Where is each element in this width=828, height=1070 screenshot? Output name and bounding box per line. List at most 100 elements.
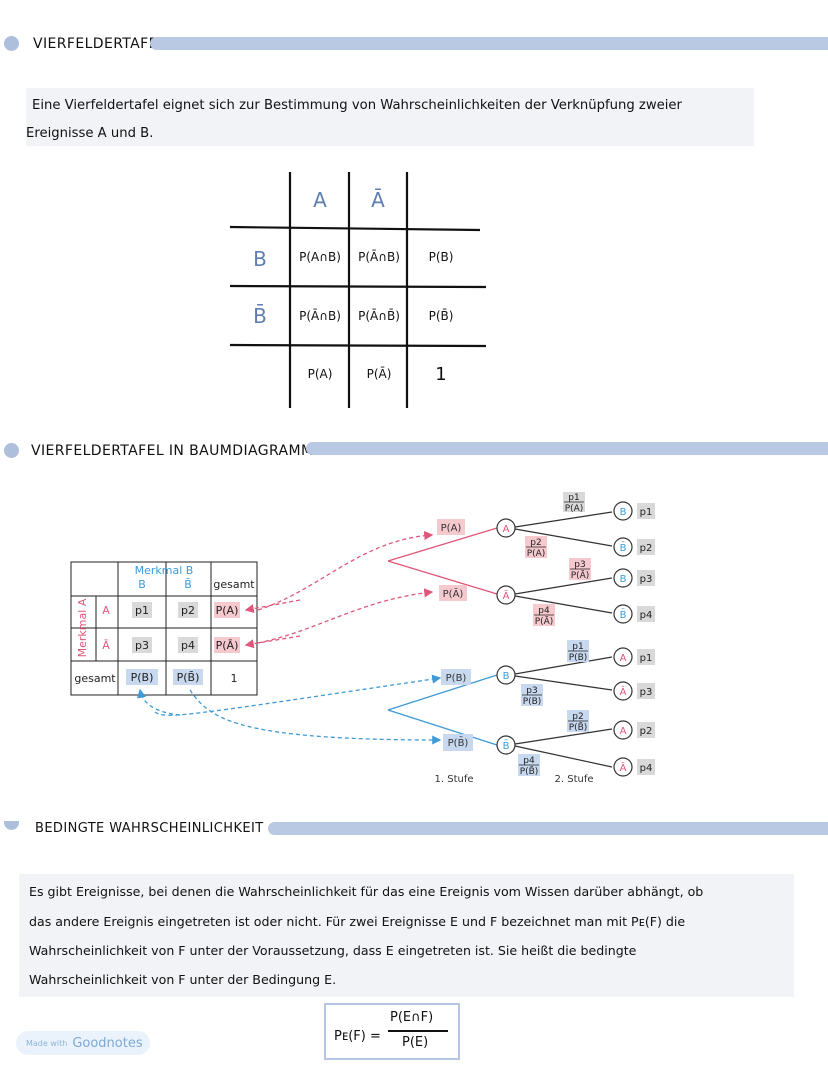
leaf-node-label: B — [620, 507, 627, 518]
col-header-a-bar: Ā — [371, 188, 385, 212]
intro-box: Eine Vierfeldertafel eignet sich zur Bes… — [26, 88, 754, 146]
cell-fill-p1 — [132, 602, 152, 618]
leaf-value-fill — [637, 606, 655, 622]
leaf-value: p1 — [640, 653, 653, 664]
cell-p1: p1 — [135, 604, 149, 617]
frac-num: p3 — [574, 560, 585, 570]
frac-den: P(B) — [569, 653, 588, 663]
frac-num: p2 — [572, 712, 583, 722]
cell-fill-p2 — [178, 602, 198, 618]
node-a-label: A — [503, 524, 510, 535]
row-head-a: A — [102, 604, 110, 617]
frac-num: p4 — [523, 756, 535, 766]
label-fill-pb — [441, 669, 471, 685]
section-bullet — [4, 821, 19, 830]
cell-fill-p4 — [178, 637, 198, 653]
col-head-b: B — [138, 578, 146, 591]
cell-p2: p2 — [181, 604, 195, 617]
conditional-text-line1: Es gibt Ereignisse, bei denen die Wahrsc… — [29, 884, 704, 899]
cell-p-abar-and-bbar: P(Ā∩B̄) — [358, 309, 400, 323]
arrow-pb-back — [137, 688, 181, 716]
frac-num: p1 — [572, 642, 583, 652]
arrow-pbbar — [189, 689, 442, 745]
conditional-box: Es gibt Ereignisse, bei denen die Wahrsc… — [19, 874, 794, 997]
frac-num: p1 — [568, 493, 579, 503]
section-divider-bar — [306, 442, 828, 455]
leaf-node-label: B̄ — [620, 541, 627, 554]
leaf-node — [613, 647, 633, 667]
four-field-grid-lines — [229, 172, 487, 408]
node-abar-label: Ā — [503, 589, 510, 602]
cell-p-a: P(A) — [307, 367, 333, 381]
cell-p-abar: P(Ā) — [366, 367, 392, 381]
cell-pa: P(A) — [216, 604, 239, 617]
leaf-node — [613, 501, 633, 521]
formula-fraction-line — [388, 1030, 448, 1032]
cell-p-abar-and-b-2: P(Ā∩B) — [299, 309, 341, 323]
cell-fill-pa — [214, 602, 240, 618]
conditional-text-line4: Wahrscheinlichkeit von F unter der Bedin… — [29, 972, 337, 987]
goodnotes-badge[interactable]: Made with Goodnotes — [16, 1031, 150, 1055]
section-title-baumdiagramm: VIERFELDERTAFEL IN BAUMDIAGRAMM — [31, 443, 314, 459]
col-header-a: A — [313, 188, 327, 212]
section-title-vierfeldertafel: VIERFELDERTAFEL — [33, 36, 167, 52]
leaf-node-label: B — [620, 574, 627, 585]
leaf-value: p2 — [640, 726, 653, 737]
label-fill-pabar — [439, 585, 467, 601]
branch-label-pb: P(B) — [446, 673, 467, 684]
intro-text-line2: Ereignisse A und B. — [26, 126, 154, 141]
leaf-node — [613, 720, 633, 740]
row-header-b-bar: B̄ — [253, 304, 267, 328]
merkmal-a-label: Merkmal A — [76, 598, 89, 657]
branch-label-pabar: P(Ā) — [443, 587, 464, 600]
row-head-gesamt: gesamt — [74, 672, 116, 685]
badge-made-with: Made with — [26, 1038, 68, 1048]
leaf-node-label: A — [620, 653, 627, 664]
cell-pbbar: P(B̄) — [177, 671, 200, 684]
arrow-pa-back — [244, 599, 301, 614]
cell-p-abar-and-b: P(Ā∩B) — [358, 250, 400, 264]
cell-fill-p3 — [132, 637, 152, 653]
node-bbar-label: B̄ — [503, 739, 510, 752]
frac-den: P(Ā) — [535, 616, 554, 627]
leaf-node-label: B̄ — [620, 608, 627, 621]
badge-goodnotes: Goodnotes — [72, 1035, 143, 1051]
cell-total-one: 1 — [435, 364, 447, 385]
node-a — [496, 518, 516, 538]
leaf-value-fill — [637, 570, 655, 586]
leaf-value-fill — [637, 759, 655, 775]
leaf-value-fill — [637, 539, 655, 555]
frac-num: p4 — [538, 606, 550, 616]
leaf-node — [613, 568, 633, 588]
section-divider-bar — [268, 822, 828, 835]
node-bbar — [496, 735, 516, 755]
frac-den: P(Ā) — [571, 570, 590, 581]
tree-diagram: Merkmal B B B̄ gesamt Merkmal A A Ā gesa… — [70, 492, 655, 785]
intro-text-line1: Eine Vierfeldertafel eignet sich zur Bes… — [32, 98, 682, 113]
frac-den: P(A) — [565, 504, 584, 514]
conditional-text-line3: Wahrscheinlichkeit von F unter der Vorau… — [29, 943, 637, 958]
leaf-node-label: A — [620, 726, 627, 737]
label-fill-pbbar — [443, 734, 473, 751]
cell-one: 1 — [231, 672, 238, 685]
frac-den: P(B̄) — [520, 765, 539, 777]
cell-p-a-and-b: P(A∩B) — [299, 250, 341, 264]
leaf-value-fill — [637, 722, 655, 738]
node-abar — [496, 585, 516, 605]
cell-fill-pbbar — [173, 669, 203, 685]
cell-p-b: P(B) — [428, 250, 454, 264]
frac-num: p3 — [526, 686, 537, 696]
leaf-value: p3 — [640, 574, 653, 585]
formula-numerator: P(E∩F) — [390, 1010, 434, 1025]
branch-label-pa: P(A) — [441, 523, 462, 534]
cell-fill-pb — [126, 669, 158, 685]
leaf-value-fill — [637, 503, 655, 519]
arrow-pabar — [257, 588, 434, 644]
cell-p4: p4 — [181, 639, 195, 652]
leaf-value: p2 — [640, 543, 653, 554]
leaf-node — [613, 604, 633, 624]
leaf-value: p3 — [640, 687, 653, 698]
cell-p-bbar: P(B̄) — [428, 309, 454, 323]
leaf-node — [613, 681, 633, 701]
leaf-value-fill — [637, 649, 655, 665]
